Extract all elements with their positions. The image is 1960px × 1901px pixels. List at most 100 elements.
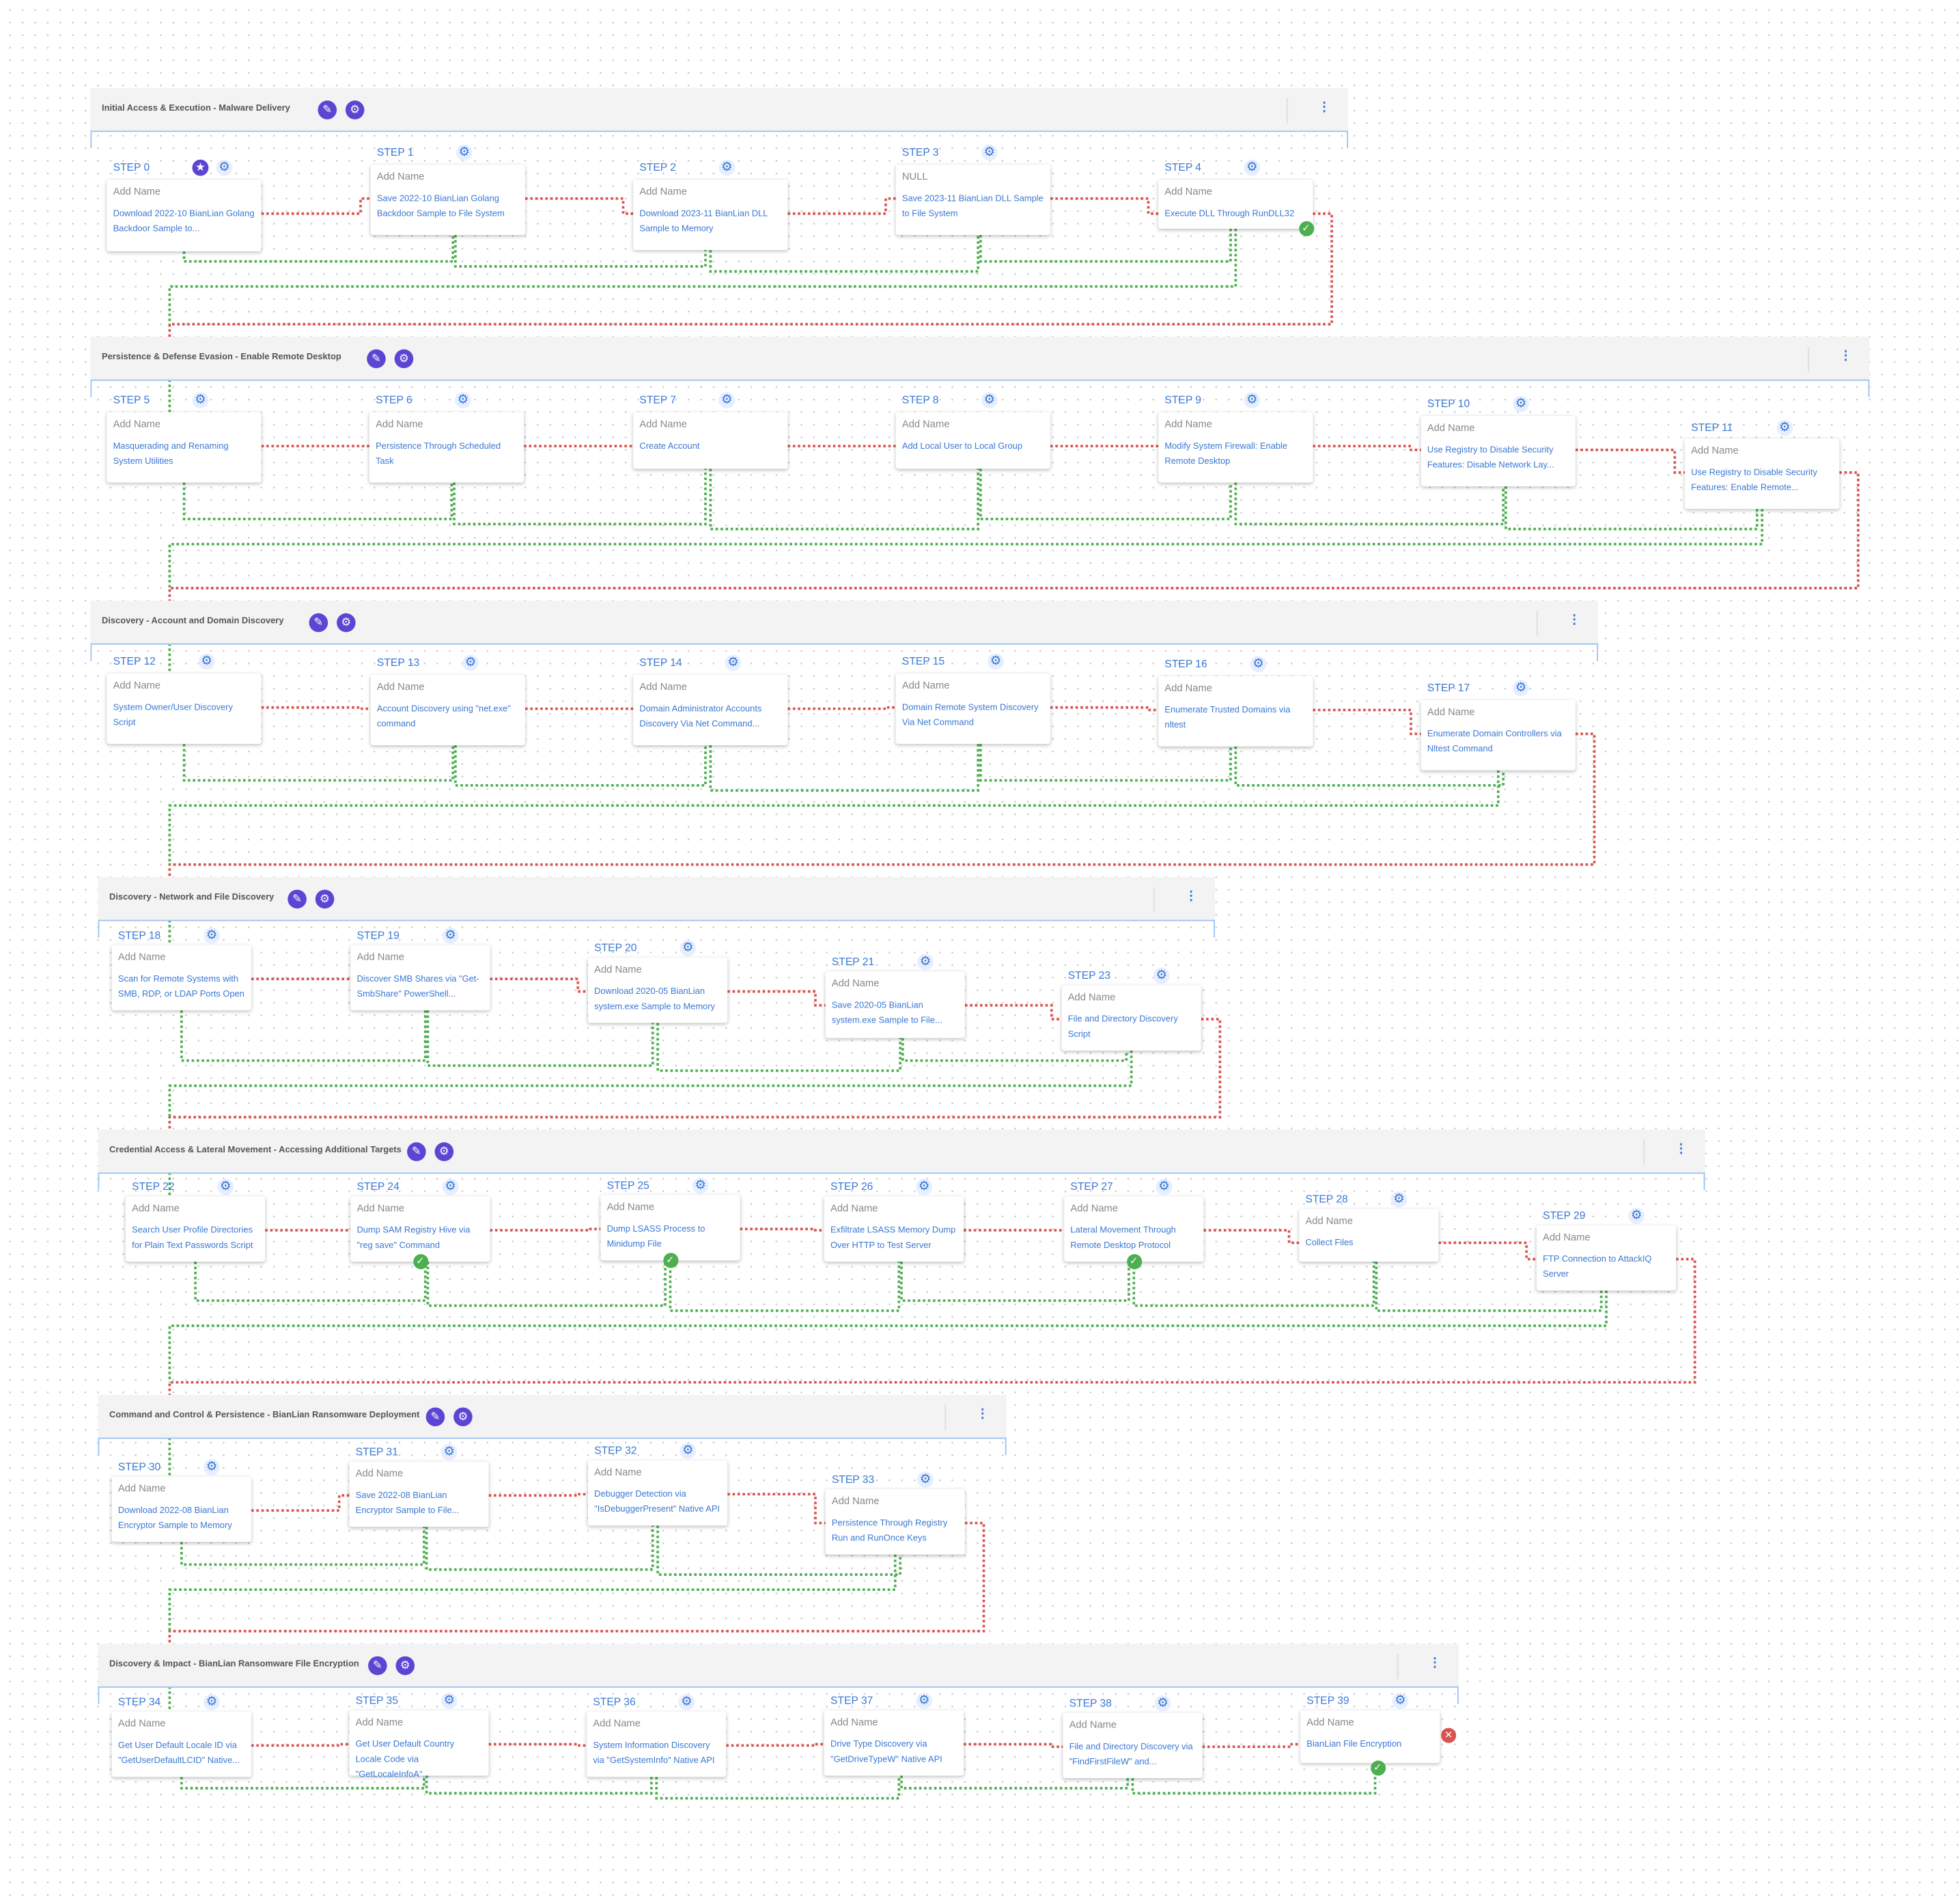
step-description[interactable]: Domain Administrator Accounts Discovery … xyxy=(639,705,762,730)
settings-icon[interactable]: ⚙ xyxy=(394,349,414,369)
step-description[interactable]: Download 2022-10 BianLian Golang Backdoo… xyxy=(113,210,255,234)
step-name[interactable]: Add Name xyxy=(1164,186,1212,197)
gear-icon[interactable]: ⚙ xyxy=(1512,396,1529,413)
step-description[interactable]: System Information Discovery via "GetSys… xyxy=(593,1741,715,1766)
step-description[interactable]: Masquerading and Renaming System Utiliti… xyxy=(113,442,229,467)
more-options-icon[interactable]: ⋮ xyxy=(976,1407,989,1421)
step-description[interactable]: System Owner/User Discovery Script xyxy=(113,704,233,728)
step-name[interactable]: Add Name xyxy=(639,186,687,197)
step-name[interactable]: Add Name xyxy=(593,1717,641,1730)
gear-icon[interactable]: ⚙ xyxy=(680,940,697,957)
gear-icon[interactable]: ⚙ xyxy=(678,1693,695,1710)
step-name[interactable]: Add Name xyxy=(1070,1202,1118,1215)
gear-icon[interactable]: ⚙ xyxy=(988,653,1004,670)
gear-icon[interactable]: ⚙ xyxy=(1244,159,1261,176)
gear-icon[interactable]: ⚙ xyxy=(1250,656,1267,673)
settings-icon[interactable]: ⚙ xyxy=(453,1407,473,1427)
gear-icon[interactable]: ⚙ xyxy=(718,159,736,176)
gear-icon[interactable]: ⚙ xyxy=(981,391,998,408)
gear-icon[interactable]: ⚙ xyxy=(1392,1693,1409,1709)
step-name[interactable]: Add Name xyxy=(830,1202,878,1215)
step-description[interactable]: Dump LSASS Process to Minidump File xyxy=(606,1225,705,1249)
edit-icon[interactable]: ✎ xyxy=(367,349,386,369)
more-options-icon[interactable]: ⋮ xyxy=(1675,1142,1688,1156)
more-options-icon[interactable]: ⋮ xyxy=(1428,1656,1442,1670)
step-name[interactable]: Add Name xyxy=(376,418,423,430)
gear-icon[interactable]: ⚙ xyxy=(1390,1191,1408,1208)
step-name[interactable]: Add Name xyxy=(1069,1719,1117,1731)
step-name[interactable]: Add Name xyxy=(901,680,950,691)
step-name[interactable]: Add Name xyxy=(1691,445,1739,456)
more-options-icon[interactable]: ⋮ xyxy=(1184,889,1198,904)
step-name[interactable]: Add Name xyxy=(830,1717,878,1728)
step-name[interactable]: Add Name xyxy=(1067,991,1116,1003)
gear-icon[interactable]: ⚙ xyxy=(442,1178,459,1195)
step-description[interactable]: Lateral Movement Through Remote Desktop … xyxy=(1070,1226,1176,1251)
edit-icon[interactable]: ✎ xyxy=(309,613,328,633)
step-description[interactable]: Get User Default Country Locale Code via… xyxy=(355,1740,455,1780)
step-description[interactable]: Debugger Detection via "IsDebuggerPresen… xyxy=(594,1490,720,1514)
gear-icon[interactable]: ⚙ xyxy=(1154,1695,1171,1712)
step-description[interactable]: Scan for Remote Systems with SMB, RDP, o… xyxy=(117,975,244,999)
step-name[interactable]: Add Name xyxy=(639,681,687,693)
gear-icon[interactable]: ⚙ xyxy=(718,391,736,408)
star-icon[interactable]: ★ xyxy=(192,159,209,176)
step-name[interactable]: Add Name xyxy=(356,1202,405,1215)
gear-icon[interactable]: ⚙ xyxy=(916,1693,933,1709)
edit-icon[interactable]: ✎ xyxy=(318,100,337,120)
edit-icon[interactable]: ✎ xyxy=(407,1142,426,1161)
step-description[interactable]: Drive Type Discovery via "GetDriveTypeW"… xyxy=(830,1740,942,1764)
step-name[interactable]: Add Name xyxy=(356,951,405,963)
step-name[interactable]: Add Name xyxy=(117,1482,166,1495)
gear-icon[interactable]: ⚙ xyxy=(1156,1178,1173,1195)
gear-icon[interactable]: ⚙ xyxy=(204,1693,220,1710)
step-name[interactable]: Add Name xyxy=(117,951,166,963)
step-description[interactable]: Persistence Through Registry Run and Run… xyxy=(831,1519,948,1544)
step-description[interactable]: Download 2020-05 BianLian system.exe Sam… xyxy=(594,988,715,1012)
gear-icon[interactable]: ⚙ xyxy=(192,391,209,408)
step-name[interactable]: Add Name xyxy=(1305,1215,1353,1227)
step-name[interactable]: Add Name xyxy=(901,418,950,430)
gear-icon[interactable]: ⚙ xyxy=(456,144,473,161)
step-description[interactable]: Use Registry to Disable Security Feature… xyxy=(1691,469,1817,493)
settings-icon[interactable]: ⚙ xyxy=(337,613,356,633)
gear-icon[interactable]: ⚙ xyxy=(981,144,998,161)
gear-icon[interactable]: ⚙ xyxy=(1776,419,1793,436)
step-description[interactable]: Download 2023-11 BianLian DLL Sample to … xyxy=(639,210,768,234)
gear-icon[interactable]: ⚙ xyxy=(454,391,471,408)
gear-icon[interactable]: ⚙ xyxy=(725,654,742,671)
step-name[interactable]: Add Name xyxy=(831,1495,880,1507)
gear-icon[interactable]: ⚙ xyxy=(680,1442,697,1459)
step-description[interactable]: Save 2022-08 BianLian Encryptor Sample t… xyxy=(355,1491,460,1516)
gear-icon[interactable]: ⚙ xyxy=(462,654,479,671)
step-name[interactable]: Add Name xyxy=(594,1466,642,1478)
gear-icon[interactable]: ⚙ xyxy=(692,1177,709,1194)
step-name[interactable]: Add Name xyxy=(355,1717,404,1728)
settings-icon[interactable]: ⚙ xyxy=(434,1142,454,1161)
gear-icon[interactable]: ⚙ xyxy=(216,159,233,176)
gear-icon[interactable]: ⚙ xyxy=(1628,1207,1645,1224)
step-description[interactable]: Discover SMB Shares via "Get-SmbShare" P… xyxy=(356,975,479,999)
edit-icon[interactable]: ✎ xyxy=(368,1656,387,1676)
